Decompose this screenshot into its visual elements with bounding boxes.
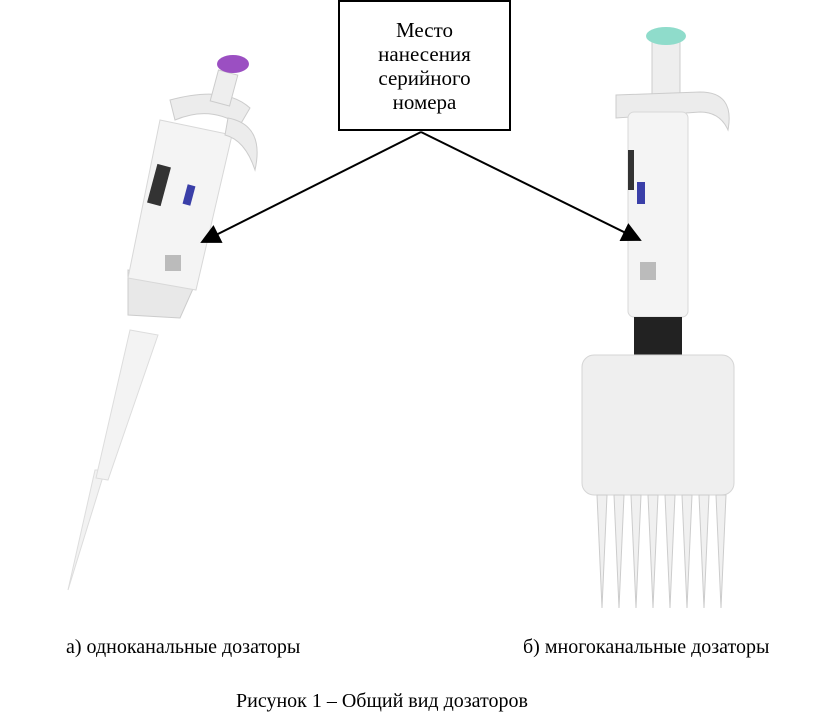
caption-multi-channel: б) многоканальные дозаторы [523, 636, 770, 658]
qr-code [165, 255, 181, 271]
arrow-to-single [200, 131, 422, 243]
single-channel-pipette [67, 55, 258, 591]
plunger-button [217, 55, 249, 73]
tips [596, 494, 727, 609]
volume-display [147, 163, 171, 207]
finger-hook [224, 117, 258, 172]
pipette-body [127, 119, 233, 291]
serial-number-callout: Место нанесения серийного номера [338, 0, 511, 131]
multi-channel-pipette [581, 27, 735, 609]
callout-line: нанесения [378, 41, 471, 66]
pipette-shaft [95, 329, 159, 481]
callout-line: серийного [378, 65, 471, 90]
callout-line: номера [392, 89, 457, 114]
figure-title: Рисунок 1 – Общий вид дозаторов [236, 690, 528, 712]
coupling [634, 317, 682, 355]
plunger-button [646, 27, 686, 45]
caption-single-channel: а) одноканальные дозаторы [66, 636, 301, 658]
logo-mark [637, 182, 645, 204]
pipette-tip [67, 469, 106, 591]
manifold [581, 354, 735, 496]
volume-display [628, 150, 634, 190]
callout-line: Место [396, 17, 453, 42]
arrow-to-multi [420, 131, 642, 242]
qr-code [640, 262, 656, 280]
logo-mark [182, 184, 196, 206]
pipette-body [627, 111, 689, 318]
finger-hook [615, 91, 730, 132]
